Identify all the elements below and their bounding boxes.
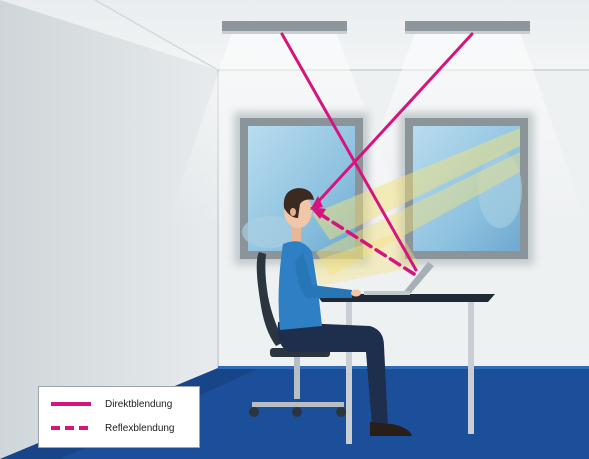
legend-item-direct-glare: Direktblendung [51, 397, 172, 411]
lamp-right-diffuser [405, 31, 530, 34]
solid-line-swatch-icon [51, 402, 91, 406]
lamp-left [222, 21, 347, 31]
legend-label-direct-glare: Direktblendung [105, 399, 172, 410]
person-hand [351, 290, 361, 297]
lamp-left-diffuser [222, 31, 347, 34]
laptop-base [364, 291, 410, 295]
person-ear [290, 208, 296, 216]
lamp-right [405, 21, 530, 31]
chair-wheel-right [336, 407, 346, 417]
legend-label-reflex-glare: Reflexblendung [105, 423, 175, 434]
chair-post [294, 357, 300, 399]
chair-wheel-left [249, 407, 259, 417]
legend: Direktblendung Reflexblendung [38, 386, 200, 448]
dashed-line-swatch-icon [51, 426, 91, 430]
desk-leg-left [346, 302, 352, 444]
chair-wheel-center [292, 407, 302, 417]
chair-base-bar [252, 402, 344, 407]
baseboard [218, 366, 589, 369]
legend-item-reflex-glare: Reflexblendung [51, 421, 175, 435]
desk-leg-right [468, 302, 474, 434]
